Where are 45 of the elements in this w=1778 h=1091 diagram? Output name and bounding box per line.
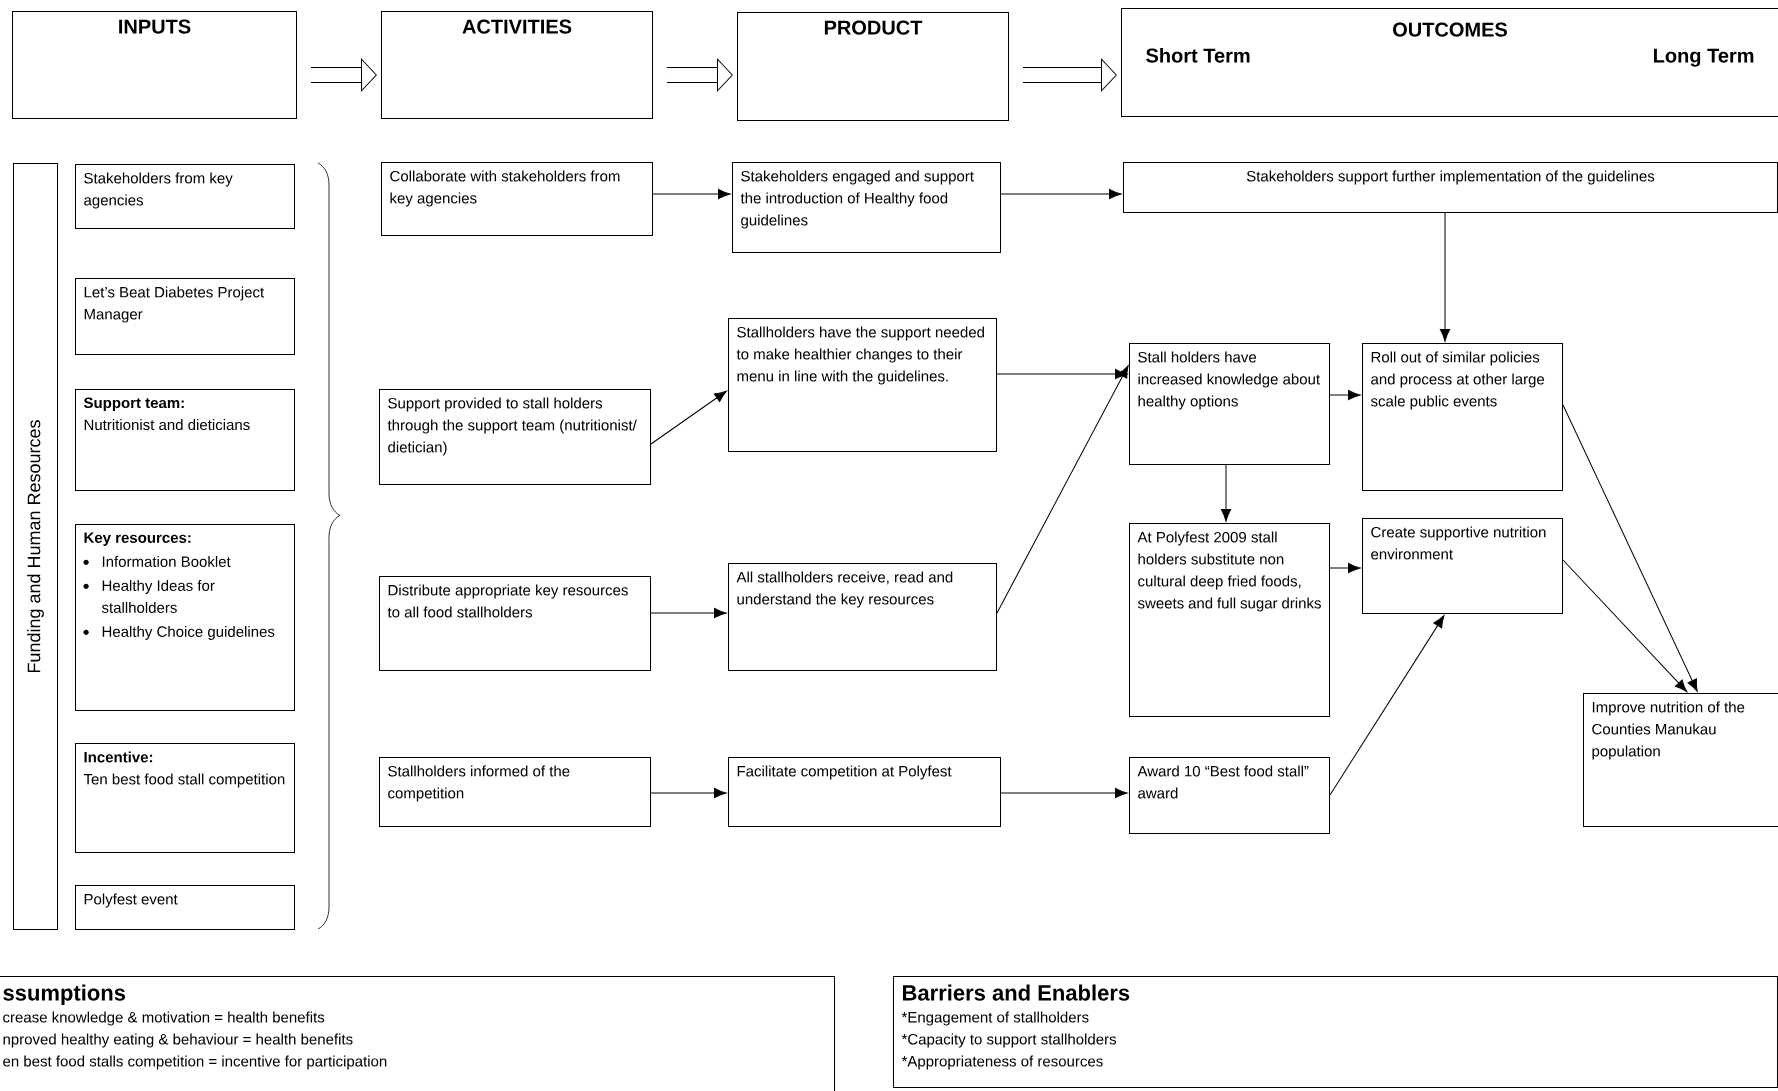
- outcome-box: Create supportive nutrition environment: [1362, 518, 1563, 614]
- block-arrow: [667, 58, 733, 92]
- outcome-box: Improve nutrition of the Counties Manukau population: [1583, 693, 1778, 827]
- note-box: Barriers and Enablers *Engagement of stallholders *Capacity to support stallholders *Appropriateness of resources: [893, 976, 1778, 1088]
- input-box: Stakeholders from key agencies: [75, 164, 295, 229]
- outcome-box: At Polyfest 2009 stall holders substitute non cultural deep fried foods, sweets and full sugar drinks: [1129, 523, 1330, 717]
- activity-box: Support provided to stall holders through the support team (nutritionist/ dietician): [379, 389, 651, 485]
- product-box: All stallholders receive, read and understand the key resources: [728, 563, 997, 671]
- outcome-box: Stall holders have increased knowledge about healthy options: [1129, 343, 1330, 465]
- column-header: INPUTS: [12, 11, 297, 119]
- arrow: [1220, 464, 1232, 522]
- outcome-box: Roll out of similar policies and process at other large scale public events: [1362, 343, 1563, 491]
- column-header: PRODUCT: [737, 12, 1009, 121]
- outcome-box: Stakeholders support further implementation of the guidelines: [1123, 162, 1778, 213]
- column-header: OUTCOMES Short Term Long Term: [1121, 8, 1778, 117]
- arrow: [650, 607, 727, 619]
- arrow: [650, 787, 727, 799]
- arrow: [652, 188, 731, 200]
- product-box: Facilitate competition at Polyfest: [728, 757, 1001, 827]
- activity-box: Stallholders informed of the competition: [379, 757, 651, 827]
- arrow: [1562, 404, 1698, 692]
- input-box: Incentive: Ten best food stall competition: [75, 743, 295, 853]
- arrow: [996, 365, 1129, 614]
- product-box: Stakeholders engaged and support the introduction of Healthy food guidelines: [732, 162, 1001, 253]
- product-box: Stallholders have the support needed to make healthier changes to their menu in line with the guidelines.: [728, 318, 997, 452]
- arrow: [1329, 389, 1361, 401]
- arrow: [1000, 188, 1122, 200]
- arrow: [1562, 559, 1688, 693]
- input-box: Polyfest event: [75, 885, 295, 930]
- note-box: ssumptions crease knowledge & motivation = health benefits nproved healthy eating & behaviour = health benefits en best food stalls competition = incentive for participation: [0, 976, 835, 1091]
- input-box: Let’s Beat Diabetes Project Manager: [75, 278, 295, 355]
- arrow: [650, 390, 727, 445]
- input-box: Key resources: Information Booklet Healthy Ideas for stallholders Healthy Choice guidelines: [75, 524, 295, 711]
- block-arrow: [1023, 58, 1117, 92]
- input-box: Support team: Nutritionist and dieticians: [75, 389, 295, 491]
- arrow: [1329, 562, 1361, 574]
- activity-box: Distribute appropriate key resources to all food stallholders: [379, 576, 651, 671]
- column-header: ACTIVITIES: [381, 11, 653, 119]
- activity-box: Collaborate with stakeholders from key agencies: [381, 162, 653, 236]
- side-label-box: Funding and Human Resources: [13, 163, 58, 930]
- outcome-box: Award 10 “Best food stall” award: [1129, 757, 1330, 834]
- arrow: [1439, 212, 1451, 342]
- block-arrow: [311, 58, 377, 92]
- arrow: [1329, 615, 1445, 796]
- arrow: [1000, 787, 1128, 799]
